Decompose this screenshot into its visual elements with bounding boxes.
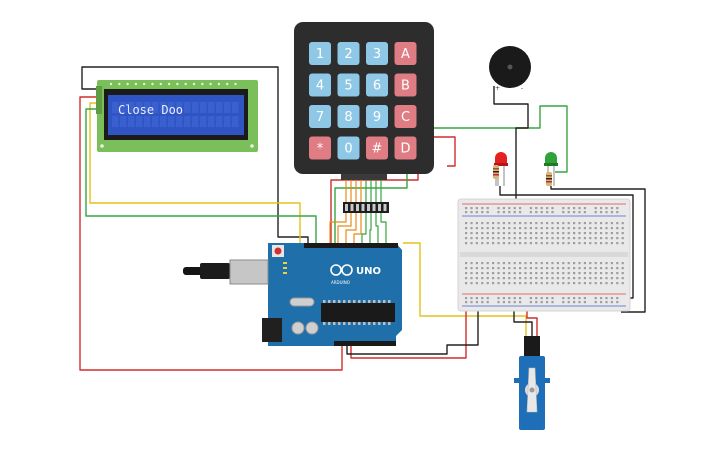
servo-connector <box>524 336 540 356</box>
green-led-resistor[interactable] <box>546 172 552 186</box>
keypad-key-label: # <box>372 142 383 157</box>
keypad-key-label: 2 <box>344 47 352 62</box>
keypad-key[interactable] <box>366 73 388 97</box>
usb-cable-end <box>183 267 203 275</box>
red-led-resistor[interactable] <box>493 165 499 186</box>
keypad-key-label: 6 <box>373 79 381 94</box>
keypad-key[interactable] <box>394 105 417 128</box>
keypad-key[interactable] <box>366 42 388 65</box>
keypad-key[interactable] <box>309 105 331 128</box>
lcd-screen <box>108 95 244 135</box>
keypad-header <box>343 202 389 213</box>
wire-lcd-scl[interactable] <box>85 108 317 243</box>
keypad-key[interactable] <box>309 136 331 160</box>
wire-servo-power[interactable] <box>350 300 467 359</box>
lcd-cells <box>112 102 239 127</box>
keypad-key-label: D <box>400 142 410 157</box>
arduino-board <box>268 243 402 346</box>
atmega-chip <box>321 303 395 322</box>
keypad-key[interactable] <box>309 42 331 65</box>
arduino-model-label: UNO <box>356 266 381 277</box>
wire-lcd-gnd[interactable] <box>81 66 309 243</box>
keypad-key-label: 3 <box>373 47 381 62</box>
keypad-key-label: 1 <box>316 47 324 62</box>
capacitor <box>291 321 305 335</box>
wire-led-gnd-2[interactable] <box>550 186 646 313</box>
lcd-i2c-header <box>96 86 102 114</box>
breadboard-channel <box>460 252 628 257</box>
keypad-connector <box>341 174 387 180</box>
lcd-bottom-pins <box>100 144 254 148</box>
piezo-buzzer[interactable]: + - <box>489 46 531 92</box>
svg-text:+: + <box>495 85 500 92</box>
keypad-key[interactable] <box>309 73 331 97</box>
crystal <box>289 297 315 307</box>
capacitor <box>305 321 319 335</box>
lcd-module[interactable]: Close Doo <box>96 80 258 152</box>
keypad-key[interactable] <box>394 136 417 160</box>
wire-lcd-vcc[interactable] <box>79 96 343 371</box>
keypad-key-label: 0 <box>344 142 352 157</box>
keypad-key-label: 9 <box>373 110 381 125</box>
keypad-key[interactable] <box>366 136 388 160</box>
keypad-key-label: A <box>401 47 410 62</box>
usb-cable <box>200 263 230 279</box>
keypad-key-label: 7 <box>316 110 324 125</box>
wire-ard-gnd[interactable] <box>346 303 479 355</box>
lcd-display-text: Close Doo <box>118 103 183 117</box>
keypad-key-label: B <box>401 79 410 94</box>
keypad-key-label: 5 <box>344 79 352 94</box>
keypad-key[interactable] <box>394 73 417 97</box>
keypad-key[interactable] <box>337 105 360 128</box>
keypad-key[interactable] <box>337 42 360 65</box>
wire-green-buzzer[interactable] <box>334 105 568 243</box>
usb-port[interactable] <box>229 259 269 285</box>
buzzer-hole <box>507 64 513 70</box>
power-header <box>334 341 396 346</box>
keypad[interactable]: 1 2 3 A 4 5 6 B 7 8 9 C * 0 # D <box>294 22 434 180</box>
breadboard[interactable] <box>457 198 631 312</box>
keypad-key-label: C <box>401 110 410 125</box>
servo-motor[interactable] <box>514 336 550 430</box>
keypad-key[interactable] <box>337 73 360 97</box>
arduino-uno[interactable]: UNO ARDUINO <box>183 243 402 346</box>
keypad-key[interactable] <box>337 136 360 160</box>
keypad-keys: 1 2 3 A 4 5 6 B 7 8 9 C * 0 # D <box>309 42 417 160</box>
keypad-key-label: 4 <box>316 79 324 94</box>
arduino-logo <box>330 264 353 276</box>
svg-text:-: - <box>521 85 523 92</box>
lcd-top-pins <box>109 82 237 86</box>
keypad-key[interactable] <box>366 105 388 128</box>
digital-header <box>304 243 398 248</box>
breadboard-holes <box>465 207 624 304</box>
wire-buzzer-gnd[interactable] <box>493 86 529 296</box>
keypad-key-label: 8 <box>344 110 352 125</box>
power-jack[interactable] <box>262 318 282 342</box>
keypad-key-label: * <box>317 142 324 157</box>
arduino-brand-label: ARDUINO <box>331 280 350 285</box>
keypad-key[interactable] <box>394 42 417 65</box>
